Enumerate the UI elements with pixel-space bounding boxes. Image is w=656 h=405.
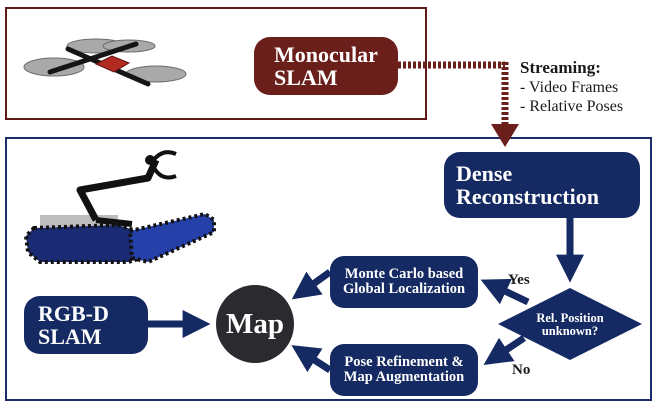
monte-carlo-line2: Global Localization xyxy=(342,281,466,297)
yes-arrow xyxy=(480,278,530,306)
pose-refinement-to-map-arrow xyxy=(291,345,332,373)
drone-icon xyxy=(23,38,187,87)
streaming-item-video-frames: - Video Frames xyxy=(520,79,619,96)
dense-reconstruction-node: Dense Reconstruction xyxy=(444,152,640,218)
decision-diamond xyxy=(498,288,642,360)
monocular-slam-line2: SLAM xyxy=(274,65,338,90)
rgbd-line2: SLAM xyxy=(38,324,102,349)
map-label: Map xyxy=(226,307,284,340)
decision-label: Rel. Position unknown? xyxy=(514,310,626,340)
dense-line2: Reconstruction xyxy=(456,184,599,209)
monocular-slam-line1: Monocular xyxy=(274,41,378,67)
monocular-slam-node: Monocular SLAM xyxy=(254,37,398,95)
dense-line1: Dense xyxy=(456,160,513,186)
rgbd-slam-node: RGB-D SLAM xyxy=(24,296,148,354)
pose-refinement-node: Pose Refinement & Map Augmentation xyxy=(330,344,478,396)
map-circle xyxy=(216,285,294,363)
ground-system-frame xyxy=(5,137,652,401)
monte-carlo-line1: Monte Carlo based xyxy=(344,265,464,282)
rgbd-line1: RGB-D xyxy=(38,300,109,326)
streaming-title: Streaming: xyxy=(520,58,601,77)
yes-label: Yes xyxy=(508,272,530,288)
no-arrow xyxy=(483,335,526,365)
decision-line2: unknown? xyxy=(541,324,599,338)
pose-refinement-line1: Pose Refinement & xyxy=(344,353,464,370)
streaming-item-relative-poses: - Relative Poses xyxy=(520,98,624,115)
monte-carlo-to-map-arrow xyxy=(291,269,333,300)
pose-refinement-line2: Map Augmentation xyxy=(343,369,465,385)
streaming-arrow xyxy=(398,61,519,147)
decision-line1: Rel. Position xyxy=(536,310,604,325)
tracked-robot-icon xyxy=(23,150,216,265)
no-label: No xyxy=(512,362,531,378)
monte-carlo-node: Monte Carlo based Global Localization xyxy=(330,256,478,308)
